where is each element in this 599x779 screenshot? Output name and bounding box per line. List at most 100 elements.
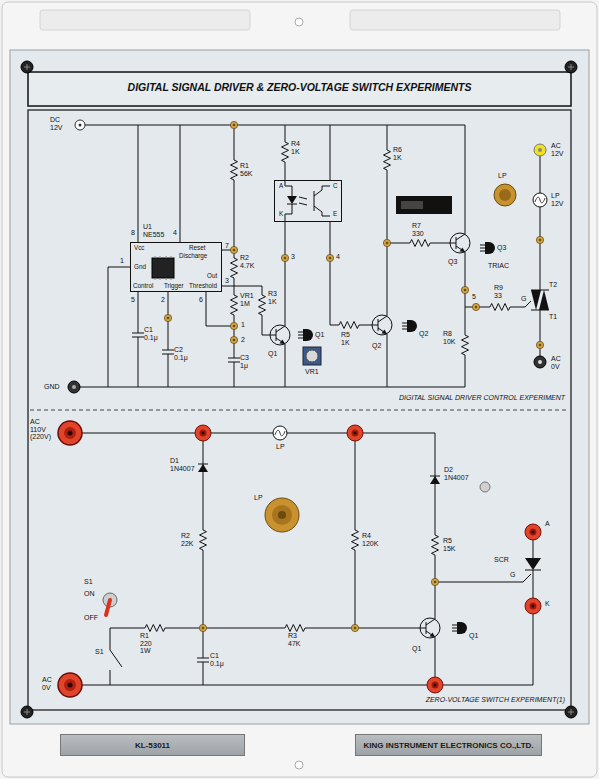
- component-label: 2: [241, 336, 245, 344]
- pin-name: Out: [207, 273, 217, 280]
- schematic-stroke: [281, 254, 288, 261]
- schematic-stroke: [431, 578, 438, 585]
- component-label: R3 1K: [268, 290, 282, 305]
- component-label: AC 110V (220V): [30, 418, 54, 441]
- component-label: A: [545, 520, 550, 528]
- schematic-stroke: [368, 311, 392, 339]
- schematic-stroke: [152, 258, 174, 278]
- component-label: 2: [161, 296, 165, 304]
- component-label: AC 0V: [551, 355, 567, 370]
- schematic-stroke: [24, 64, 574, 715]
- schematic-stroke: [198, 458, 208, 478]
- schematic-stroke: [110, 628, 140, 685]
- schematic-stroke: [452, 622, 467, 634]
- schematic-stroke: [485, 304, 515, 311]
- plate-text: KING INSTRUMENT ELECTRONICS CO.,LTD.: [357, 741, 539, 750]
- schematic-stroke: [58, 421, 82, 445]
- component-label: SCR: [494, 556, 509, 564]
- schematic-stroke: [108, 125, 180, 387]
- schematic-stroke: [525, 598, 541, 614]
- component-label: R2 22K: [181, 532, 197, 547]
- schematic-stroke: [230, 336, 237, 343]
- component-label: 7: [225, 242, 229, 250]
- component-label: C2 0.1μ: [174, 346, 191, 361]
- schematic-stroke: [534, 144, 546, 156]
- component-label: R1 56K: [240, 162, 256, 177]
- schematic-stroke: [230, 322, 237, 329]
- schematic-stroke: [68, 381, 80, 393]
- schematic-stroke: [303, 347, 321, 365]
- schematic-stroke: [334, 322, 364, 329]
- schematic-stroke: [405, 240, 435, 247]
- schematic-stroke: [326, 254, 333, 261]
- section-caption: ZERO-VOLTAGE SWITCH EXPERIMENT(1): [426, 696, 565, 704]
- schematic-stroke: [330, 125, 368, 325]
- schematic-stroke: [285, 222, 286, 387]
- schematic-stroke: [287, 196, 297, 204]
- schematic-stroke: [295, 18, 303, 26]
- schematic-stroke: [538, 148, 542, 152]
- schematic-stroke: [40, 10, 250, 30]
- component-label: 5: [472, 293, 476, 301]
- schematic-stroke: [155, 256, 171, 280]
- schematic-stroke: [446, 229, 470, 257]
- section-caption: DIGITAL SIGNAL DRIVER CONTROL EXPERIMENT: [399, 394, 565, 402]
- component-label: Q1: [469, 632, 478, 640]
- component-label: D1 1N4007: [170, 457, 196, 472]
- component-label: Q3: [448, 258, 457, 266]
- board-title: DIGITAL SIGNAL DRIVER & ZERO-VOLTAGE SWI…: [28, 81, 571, 93]
- schematic-stroke: [58, 673, 82, 697]
- component-label: AC 12V: [551, 142, 567, 157]
- component-label: Q1: [412, 645, 421, 653]
- schematic-stroke: [494, 184, 516, 206]
- pin-name: A: [279, 183, 283, 190]
- component-label: S1: [95, 648, 104, 656]
- component-label: Q1: [268, 350, 277, 358]
- schematic-stroke: [538, 360, 542, 364]
- schematic-stroke: [28, 110, 571, 710]
- schematic-stroke: [347, 425, 363, 441]
- schematic-stroke: [432, 530, 439, 560]
- schematic-stroke: [531, 270, 549, 310]
- component-box: ACKE: [274, 180, 342, 222]
- schematic-stroke: [132, 325, 144, 345]
- schematic-stroke: [287, 204, 297, 205]
- schematic-stroke: [430, 470, 440, 490]
- schematic-stroke: [472, 303, 479, 310]
- schematic-stroke: [531, 290, 549, 310]
- schematic-stroke: [79, 124, 82, 127]
- schematic-stroke: [265, 498, 299, 532]
- component-label: G: [510, 571, 515, 579]
- schematic-stroke: [168, 292, 169, 387]
- component-label: C1 0.1μ: [210, 652, 227, 667]
- schematic-stroke: [298, 329, 313, 341]
- schematic-stroke: [106, 600, 110, 615]
- component-label: 8: [131, 229, 135, 237]
- pin-name: Vcc: [134, 245, 145, 252]
- schematic-stroke: [200, 525, 207, 555]
- component-label: S1: [84, 578, 93, 586]
- schematic-stroke: [351, 624, 358, 631]
- schematic-stroke: [387, 125, 388, 387]
- schematic-stroke: [230, 246, 237, 253]
- schematic-stroke: [259, 290, 266, 320]
- schematic-stroke: [272, 505, 292, 525]
- component-label: LP: [254, 494, 263, 502]
- schematic-stroke: [280, 625, 310, 632]
- schematic-stroke: [402, 320, 417, 332]
- schematic-stroke: [75, 120, 85, 130]
- schematic-stroke: [228, 350, 240, 370]
- schematic-stroke: [140, 625, 170, 632]
- schematic-stroke: [306, 350, 318, 362]
- schematic-stroke: [499, 189, 511, 201]
- schematic-stroke: [197, 650, 209, 670]
- component-label: R5 1K: [341, 331, 355, 346]
- schematic-stroke: [82, 433, 541, 685]
- component-label: T2: [549, 281, 557, 289]
- component-label: R2 4.7K: [240, 254, 258, 269]
- schematic-stroke: [534, 356, 546, 368]
- schematic-stroke: [199, 624, 206, 631]
- name-plate: KL-53011: [60, 734, 245, 756]
- schematic-stroke: [82, 433, 435, 685]
